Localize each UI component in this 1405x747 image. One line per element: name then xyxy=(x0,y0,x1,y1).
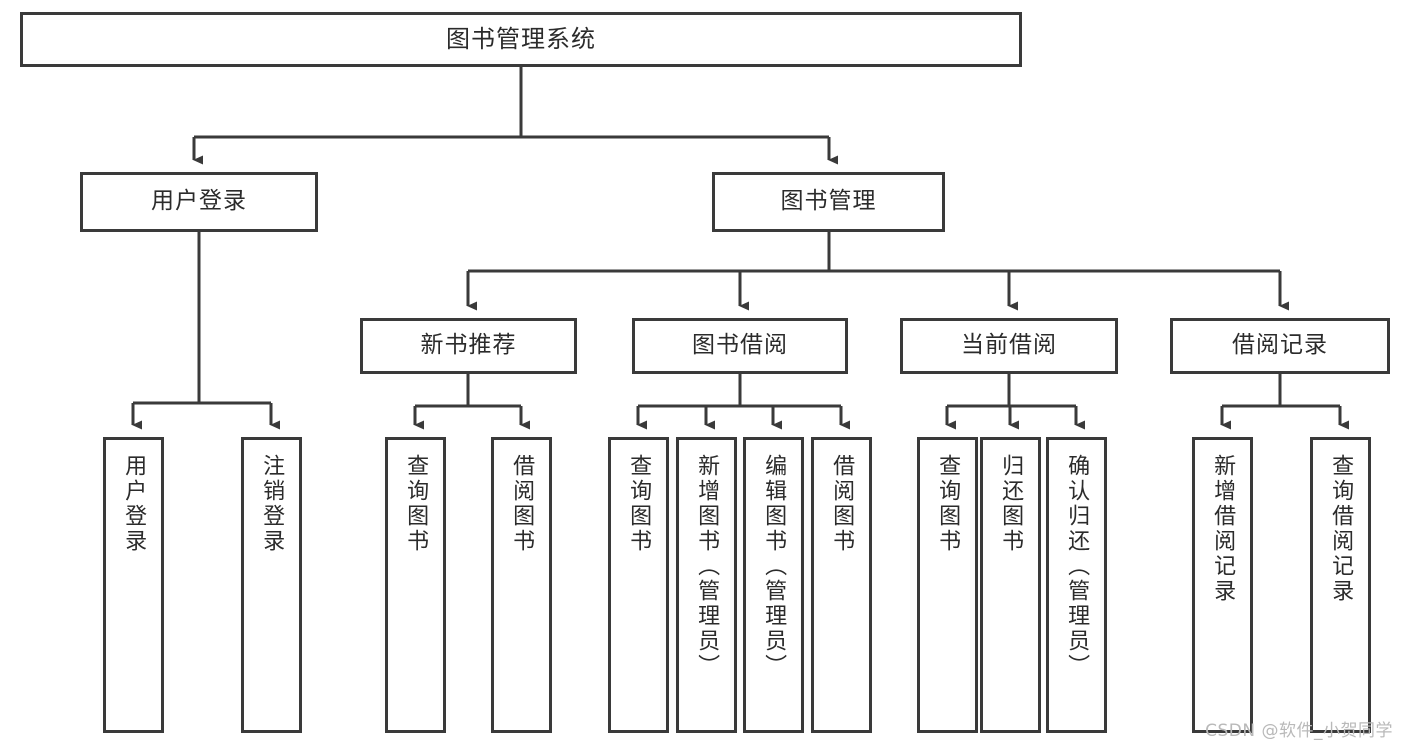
node-label: 新书推荐 xyxy=(420,332,517,359)
watermark-csdn: CSDN @软件_小贺同学 xyxy=(1205,721,1393,741)
node-label: 图书管理系统 xyxy=(446,25,596,54)
leaf-current-borrow-return[interactable]: 归还图书 xyxy=(980,437,1041,733)
leaf-label: 注销登录 xyxy=(259,454,285,554)
leaf-borrow-record-add[interactable]: 新增借阅记录 xyxy=(1192,437,1253,733)
leaf-new-book-query[interactable]: 查询图书 xyxy=(385,437,446,733)
leaf-book-borrow-add[interactable]: 新增图书（管理员） xyxy=(676,437,737,733)
leaf-label: 确认归还（管理员） xyxy=(1064,454,1090,679)
node-label: 当前借阅 xyxy=(961,332,1057,359)
node-borrow-record[interactable]: 借阅记录 xyxy=(1170,318,1390,374)
leaf-label: 新增借阅记录 xyxy=(1210,454,1236,604)
leaf-user-login-logout[interactable]: 注销登录 xyxy=(241,437,302,733)
leaf-current-borrow-query[interactable]: 查询图书 xyxy=(917,437,978,733)
leaf-borrow-record-query[interactable]: 查询借阅记录 xyxy=(1310,437,1371,733)
leaf-label: 编辑图书（管理员） xyxy=(761,454,787,679)
leaf-book-borrow-query[interactable]: 查询图书 xyxy=(608,437,669,733)
leaf-label: 查询图书 xyxy=(626,454,652,554)
node-book-borrow[interactable]: 图书借阅 xyxy=(632,318,848,374)
leaf-book-borrow-borrow[interactable]: 借阅图书 xyxy=(811,437,872,733)
leaf-label: 用户登录 xyxy=(121,454,147,554)
leaf-new-book-borrow[interactable]: 借阅图书 xyxy=(491,437,552,733)
node-label: 图书管理 xyxy=(780,188,877,215)
leaf-user-login-login[interactable]: 用户登录 xyxy=(103,437,164,733)
node-label: 借阅记录 xyxy=(1232,332,1328,359)
leaf-label: 查询借阅记录 xyxy=(1328,454,1354,604)
leaf-label: 查询图书 xyxy=(403,454,429,554)
node-user-login[interactable]: 用户登录 xyxy=(80,172,318,232)
leaf-book-borrow-edit[interactable]: 编辑图书（管理员） xyxy=(743,437,804,733)
node-root-book-management-system[interactable]: 图书管理系统 xyxy=(20,12,1022,67)
leaf-label: 新增图书（管理员） xyxy=(694,454,720,679)
leaf-label: 借阅图书 xyxy=(829,454,855,554)
node-book-management[interactable]: 图书管理 xyxy=(712,172,945,232)
leaf-current-borrow-confirm-return[interactable]: 确认归还（管理员） xyxy=(1046,437,1107,733)
leaf-label: 查询图书 xyxy=(935,454,961,554)
leaf-label: 借阅图书 xyxy=(509,454,535,554)
node-label: 用户登录 xyxy=(151,188,247,215)
node-label: 图书借阅 xyxy=(692,332,788,359)
leaf-label: 归还图书 xyxy=(998,454,1024,554)
node-new-book-recommend[interactable]: 新书推荐 xyxy=(360,318,577,374)
node-current-borrow[interactable]: 当前借阅 xyxy=(900,318,1118,374)
